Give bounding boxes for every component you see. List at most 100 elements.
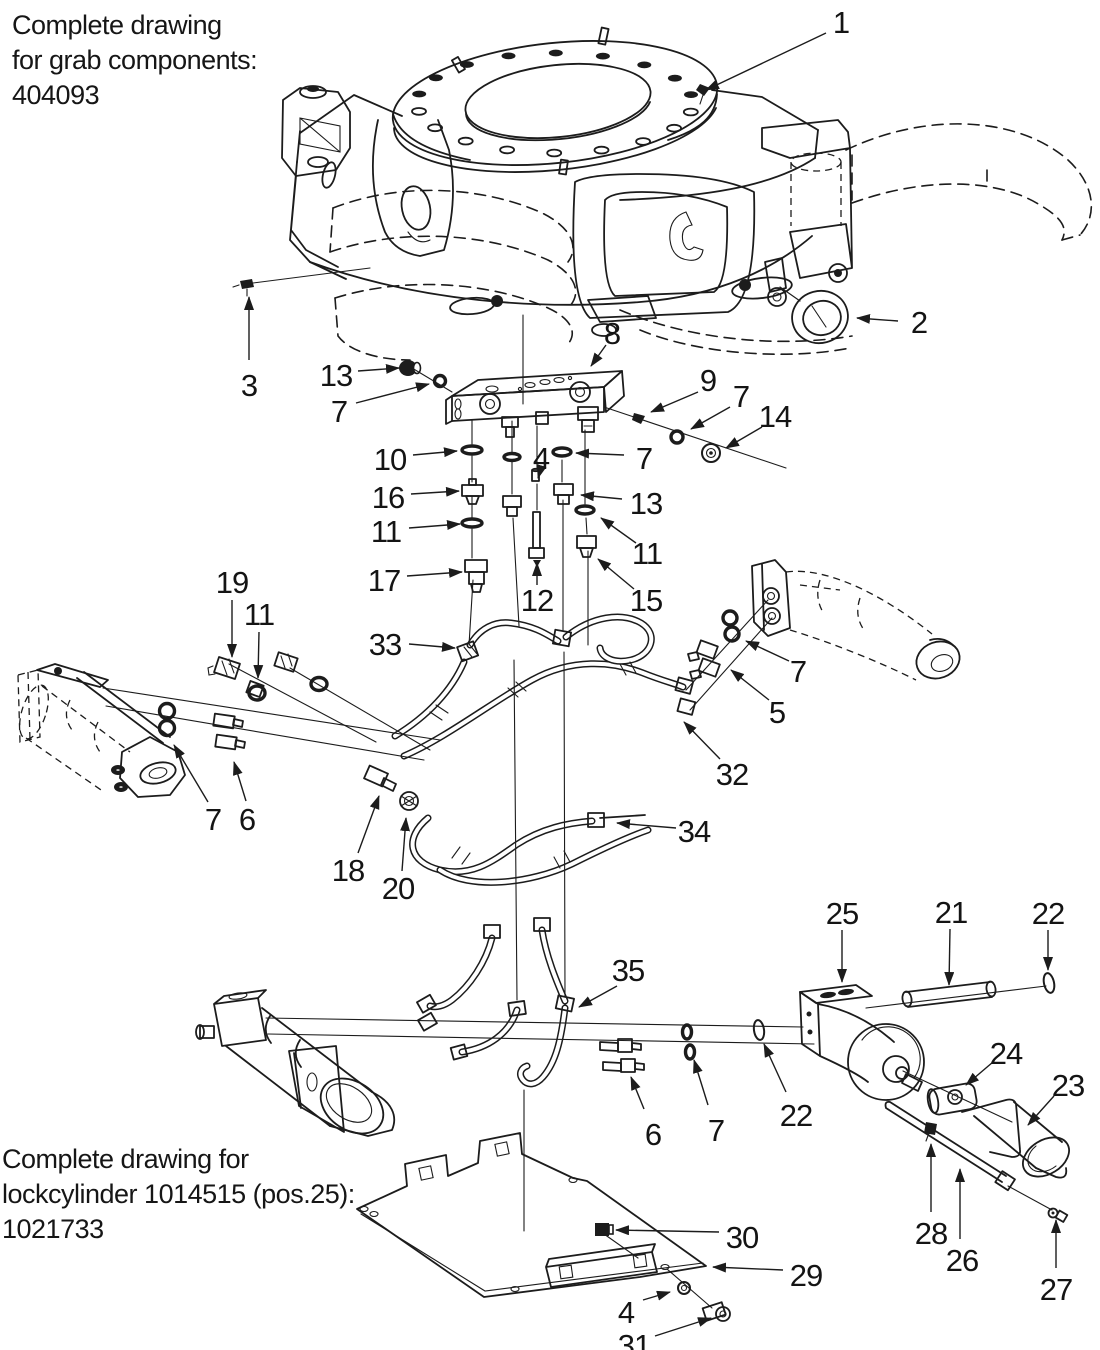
flange-bolt-hole — [595, 52, 610, 60]
hose-ferrule — [245, 680, 265, 698]
flange-bolt-hole — [682, 107, 699, 117]
nut-20 — [399, 791, 419, 811]
rod-26 — [884, 1100, 1016, 1192]
callout-35: 35 — [578, 953, 645, 1008]
callout-label-9: 9 — [700, 363, 716, 398]
callout-label-11: 11 — [244, 597, 274, 632]
flange-bolt-hole — [499, 145, 516, 155]
note-line: Complete drawing — [12, 10, 222, 40]
callout-7: 7 — [745, 640, 807, 689]
callout-25: 25 — [826, 896, 859, 983]
flange-bolt-hole — [501, 52, 516, 60]
o-ring-7 — [721, 609, 739, 627]
callout-label-33: 33 — [369, 627, 401, 662]
callout-label-22: 22 — [1032, 896, 1064, 931]
callout-15: 15 — [597, 558, 663, 618]
o-ring-22 — [752, 1019, 766, 1041]
rotator-assembly — [281, 26, 1093, 361]
flange-bolt-hole — [427, 123, 444, 133]
flange-bolt-hole — [548, 49, 563, 57]
callout-label-35: 35 — [612, 953, 644, 988]
nut-30 — [595, 1223, 614, 1236]
callout-label-7: 7 — [733, 379, 749, 414]
note-lock-cylinder: Complete drawing for lockcylinder 101451… — [2, 1142, 355, 1247]
callout-18: 18 — [332, 795, 380, 888]
callout-7: 7 — [693, 1059, 725, 1148]
note-line: 404093 — [12, 80, 100, 110]
callout-label-6: 6 — [239, 802, 255, 837]
o-ring-11 — [460, 517, 484, 529]
callout-label-4: 4 — [618, 1295, 635, 1330]
callout-label-26: 26 — [946, 1243, 978, 1278]
callout-label-7: 7 — [790, 654, 806, 689]
callout-11: 11 — [244, 597, 275, 679]
flange-bolt-hole — [593, 145, 610, 155]
flange-bolt-hole — [412, 90, 427, 98]
callout-label-20: 20 — [382, 871, 415, 906]
callout-20: 20 — [382, 817, 416, 906]
callout-label-14: 14 — [759, 399, 792, 434]
screw-27 — [1047, 1207, 1069, 1223]
hose-nut — [507, 1000, 527, 1017]
callout-5: 5 — [730, 669, 786, 730]
o-ring-11 — [574, 504, 596, 516]
fitting-15 — [576, 535, 597, 558]
washer-4 — [677, 1281, 691, 1295]
note-line: lockcylinder 1014515 (pos.25): — [2, 1179, 355, 1209]
callout-16: 16 — [372, 480, 460, 515]
elbow-nut-34 — [587, 812, 605, 828]
center-lines — [102, 267, 1053, 1309]
callout-label-17: 17 — [368, 563, 400, 598]
link-24 — [926, 1082, 978, 1116]
callout-label-25: 25 — [826, 896, 858, 931]
callout-label-8: 8 — [604, 316, 620, 351]
flange-bolt-hole — [684, 91, 698, 98]
washer-14 — [701, 443, 721, 463]
callout-label-12: 12 — [521, 583, 553, 618]
callout-label-1: 1 — [833, 5, 849, 40]
flange-bolt-hole — [411, 107, 427, 116]
fitting-6 — [212, 712, 246, 751]
callout-24: 24 — [965, 1036, 1024, 1086]
callout-label-24: 24 — [990, 1036, 1023, 1071]
callout-11: 11 — [600, 517, 663, 571]
callout-label-11: 11 — [371, 514, 401, 549]
callout-12: 12 — [521, 562, 554, 618]
callout-11: 11 — [371, 514, 461, 549]
callout-label-22: 22 — [780, 1098, 812, 1133]
callout-label-21: 21 — [935, 895, 967, 930]
callout-6: 6 — [233, 761, 256, 837]
grab-arm-dashed-right — [845, 123, 1093, 241]
callout-7: 7 — [690, 379, 750, 430]
flange-bolt-hole — [666, 123, 682, 133]
o-ring-7 — [157, 701, 177, 721]
callout-label-5: 5 — [769, 695, 785, 730]
right-swing-cylinder — [751, 559, 961, 681]
hose-assembly-33-32-34 — [245, 613, 687, 886]
callout-23: 23 — [1027, 1068, 1085, 1126]
flange-bolt-hole — [546, 148, 563, 158]
plug-19 — [207, 656, 241, 680]
callout-31: 31 — [618, 1317, 712, 1350]
callout-label-34: 34 — [678, 814, 711, 849]
flange-bolt-hole — [457, 136, 474, 146]
bolt-6 — [599, 1038, 645, 1073]
slew-ring-flange — [391, 26, 719, 176]
callout-8: 8 — [590, 316, 621, 367]
deck-bosses — [449, 263, 848, 337]
o-ring-7 — [157, 718, 177, 738]
callout-label-7: 7 — [636, 441, 652, 476]
callout-label-30: 30 — [726, 1220, 759, 1255]
o-ring-7 — [723, 625, 741, 643]
fitting-17 — [464, 559, 488, 593]
flange-bolt-hole — [667, 74, 682, 82]
screw-3 — [232, 279, 254, 297]
flange-bolt-hole — [635, 137, 651, 146]
callout-label-13: 13 — [630, 486, 662, 521]
bolt-12 — [528, 511, 545, 567]
callout-2: 2 — [856, 305, 928, 340]
left-swing-cylinder — [17, 663, 186, 798]
callout-label-3: 3 — [241, 368, 257, 403]
flange-bolt-holes — [411, 49, 699, 158]
